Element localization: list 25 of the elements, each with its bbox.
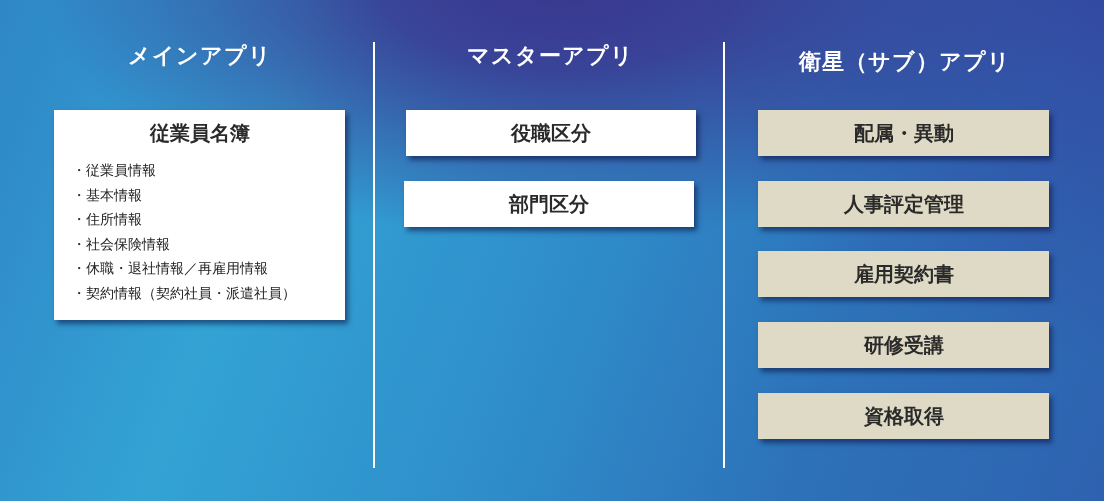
list-item: ・基本情報 [72,185,142,204]
module-box [404,181,694,227]
module-box [758,110,1049,156]
module-label: 雇用契約書 [853,260,954,288]
list-item: ・休職・退社情報／再雇用情報 [72,259,268,277]
list-card [54,110,345,320]
module-label: 研修受講 [863,331,944,359]
list-item: ・契約情報（契約社員・派遣社員） [72,283,296,302]
column-heading: マスターアプリ [466,42,634,70]
list-item: ・従業員情報 [72,161,156,179]
module-label: 人事評定管理 [843,190,964,218]
module-label: 配属・異動 [853,119,954,147]
column-heading: メインアプリ [128,42,272,70]
column-heading: 衛星（サブ）アプリ [799,48,1011,76]
list-item: ・住所情報 [72,210,142,228]
module-box [758,181,1049,227]
module-box [758,393,1049,439]
list-item: ・社会保険情報 [72,234,170,253]
module-box [758,322,1049,368]
module-label: 資格取得 [863,402,944,430]
module-box [758,251,1049,297]
module-label: 部門区分 [509,190,589,218]
module-label: 役職区分 [511,119,591,147]
card-title: 従業員名簿 [148,120,251,147]
module-box [406,110,696,156]
